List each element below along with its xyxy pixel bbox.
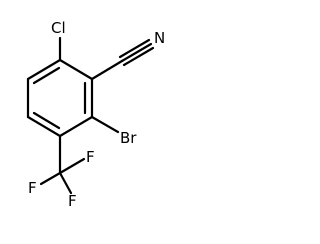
- ring-bond-c6-c1: [26, 58, 62, 81]
- bond-c2-nitrile-carbon: [90, 59, 124, 81]
- fluorine-bottom-atom-label: F: [68, 192, 77, 210]
- bond-cf3-f-left: [39, 171, 62, 186]
- nitrile-triple-bond-upper: [118, 38, 151, 59]
- bond-cf3-f-bottom: [58, 171, 73, 195]
- bond-cf3-f-top: [58, 157, 86, 175]
- bond-c3-br: [90, 115, 120, 134]
- nitrile-triple-bond-lower: [122, 46, 155, 67]
- ring-bond-c4-c5: [26, 115, 62, 138]
- ring-bond-c1-c2: [58, 58, 94, 81]
- benzene-ring: [26, 58, 94, 138]
- chlorine-atom-label: Cl: [51, 19, 66, 37]
- nitrogen-atom-label: N: [154, 29, 165, 47]
- fluorine-top-atom-label: F: [86, 148, 95, 166]
- chemical-structure: Cl N Br F F F: [26, 19, 165, 210]
- fluorine-left-atom-label: F: [28, 179, 37, 197]
- ring-bond-c4-c5-inner: [32, 111, 61, 130]
- nitrile-triple-bond-center: [120, 42, 153, 63]
- ring-bond-c3-c4: [58, 115, 94, 138]
- bromine-atom-label: Br: [120, 129, 137, 147]
- ring-bond-c6-c1-inner: [32, 66, 61, 85]
